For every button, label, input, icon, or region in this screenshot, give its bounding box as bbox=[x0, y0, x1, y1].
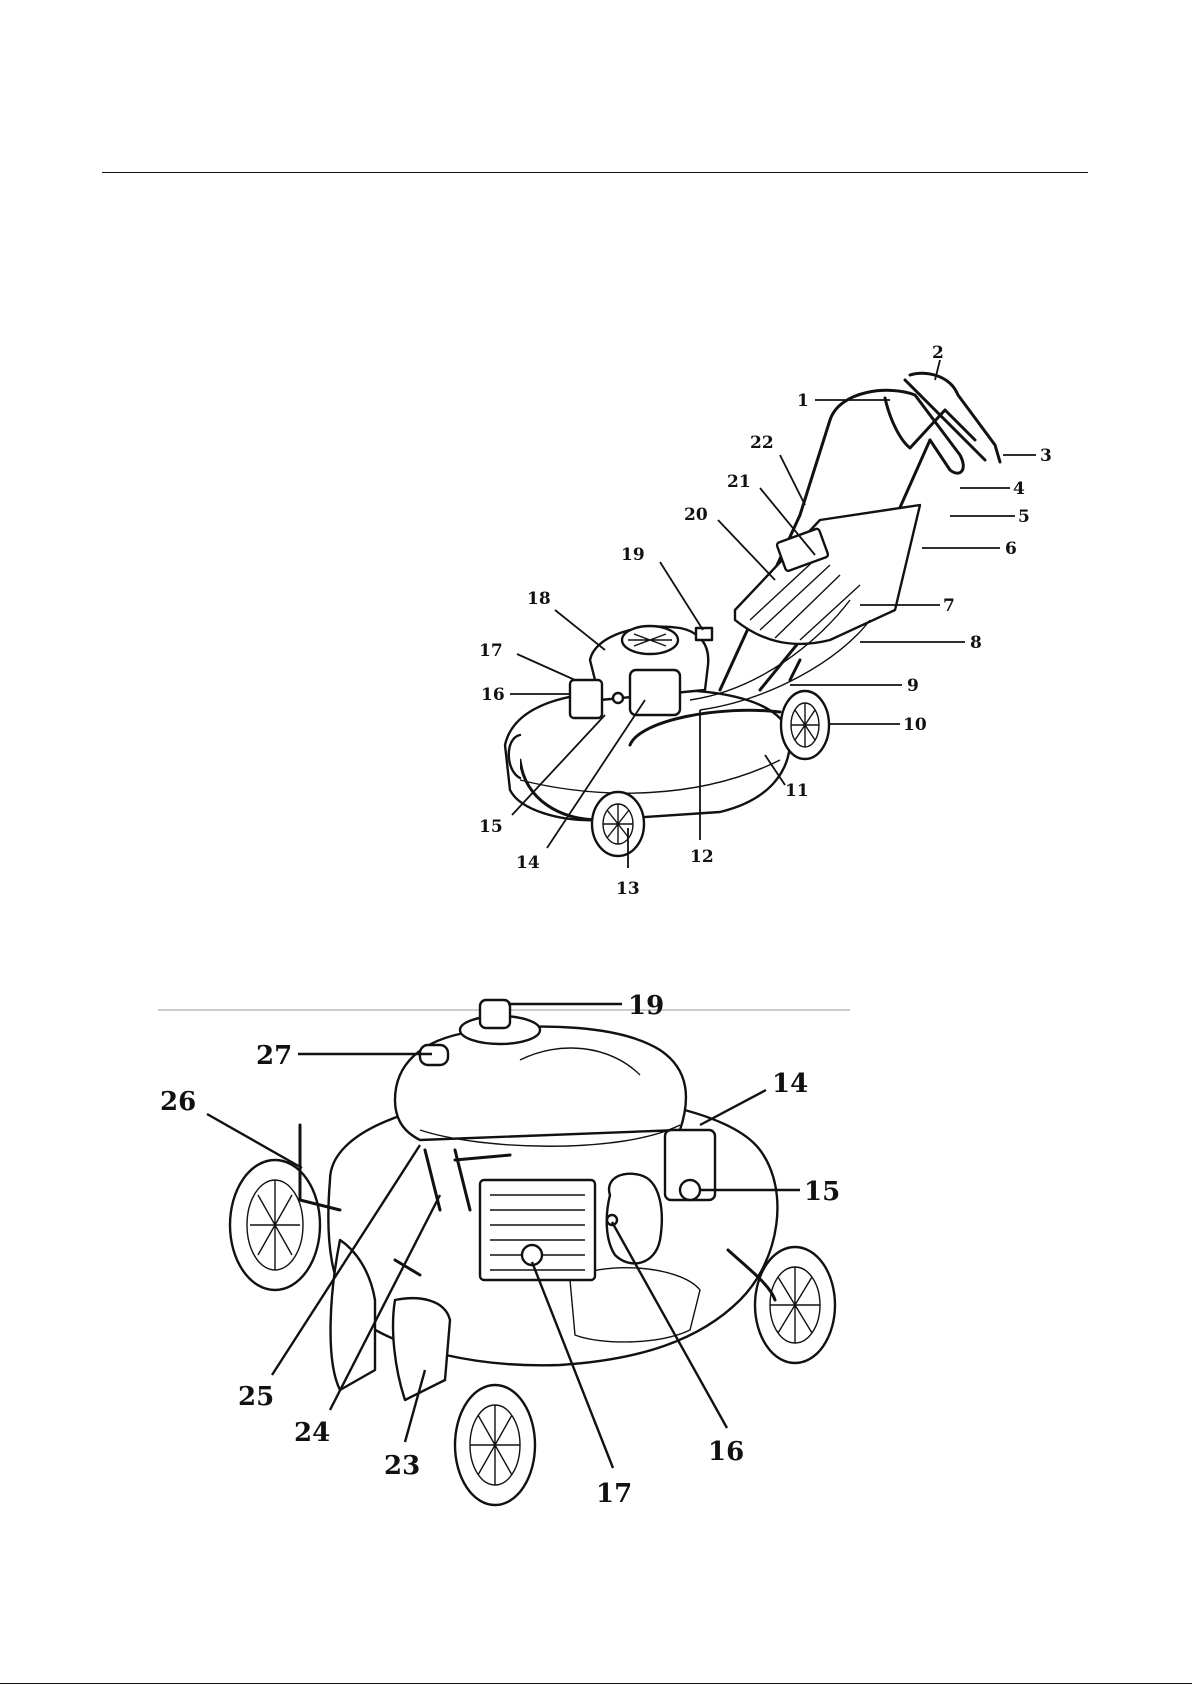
callout-bottom-26: 26 bbox=[160, 1087, 196, 1117]
callout-bottom-14: 14 bbox=[772, 1069, 808, 1099]
callout-22: 22 bbox=[750, 433, 774, 453]
callout-7: 7 bbox=[943, 596, 955, 616]
callout-bottom-17: 17 bbox=[596, 1479, 632, 1509]
callout-bottom-24: 24 bbox=[294, 1418, 330, 1448]
callout-bottom-16: 16 bbox=[708, 1437, 744, 1467]
callout-9: 9 bbox=[907, 676, 919, 696]
grass-bag bbox=[735, 505, 920, 644]
callout-15: 15 bbox=[479, 817, 503, 837]
callout-18: 18 bbox=[527, 589, 551, 609]
callout-bottom-15: 15 bbox=[804, 1177, 840, 1207]
callout-8: 8 bbox=[970, 633, 982, 653]
fuel-cap bbox=[696, 628, 712, 640]
muffler bbox=[570, 680, 602, 718]
engine-shroud bbox=[395, 1027, 686, 1140]
callout-3: 3 bbox=[1040, 446, 1052, 466]
callout-4: 4 bbox=[1013, 479, 1025, 499]
callout-20: 20 bbox=[684, 505, 708, 525]
callout-17: 17 bbox=[479, 641, 503, 661]
callout-10: 10 bbox=[903, 715, 927, 735]
callout-6: 6 bbox=[1005, 539, 1017, 559]
callout-2: 2 bbox=[932, 343, 944, 363]
air-filter bbox=[630, 670, 680, 715]
callout-14: 14 bbox=[516, 853, 540, 873]
callout-bottom-27: 27 bbox=[256, 1041, 292, 1071]
callout-bottom-19: 19 bbox=[628, 991, 664, 1021]
callout-5: 5 bbox=[1018, 507, 1030, 527]
mower-front-view bbox=[158, 1000, 850, 1505]
callout-21: 21 bbox=[727, 472, 751, 492]
callout-bottom-25: 25 bbox=[238, 1382, 274, 1412]
callout-16: 16 bbox=[481, 685, 505, 705]
callout-11: 11 bbox=[785, 781, 809, 801]
callout-13: 13 bbox=[616, 879, 640, 899]
callout-19: 19 bbox=[621, 545, 645, 565]
callout-12: 12 bbox=[690, 847, 714, 867]
callout-1: 1 bbox=[797, 391, 809, 411]
callout-bottom-23: 23 bbox=[384, 1451, 420, 1481]
control-knob bbox=[680, 1180, 700, 1200]
